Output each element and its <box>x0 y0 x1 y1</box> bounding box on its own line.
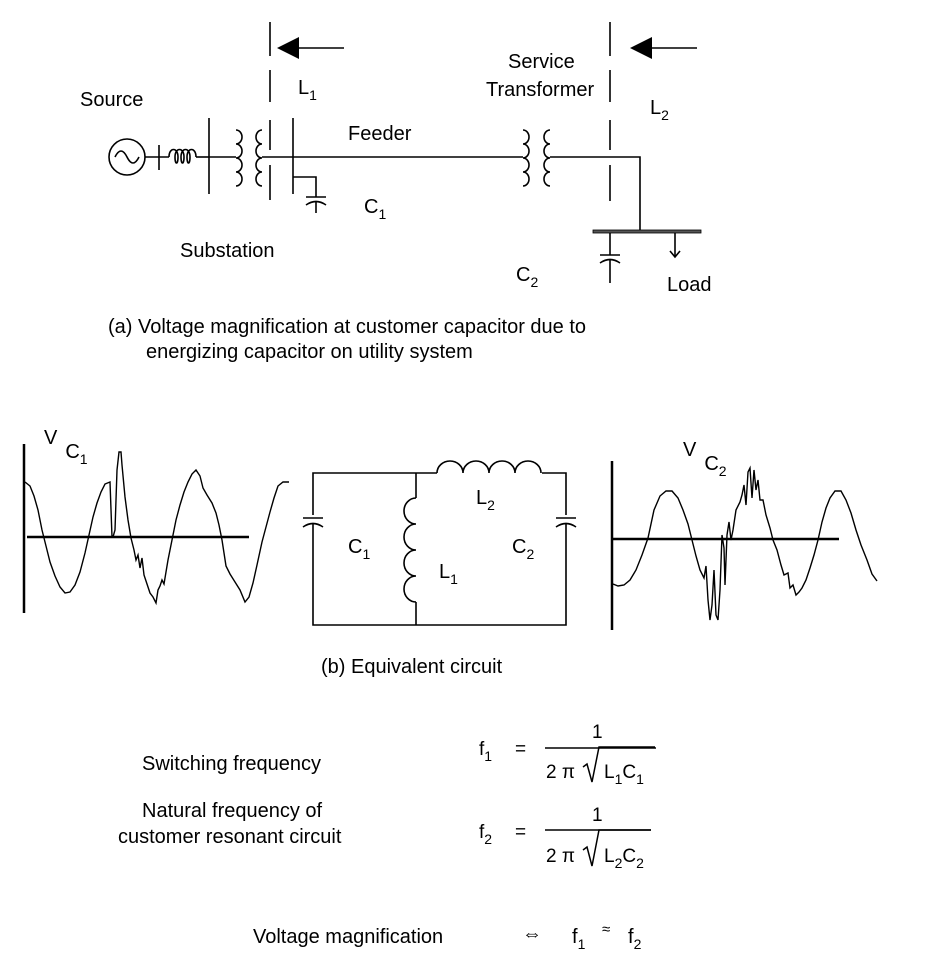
label-c2: C2 <box>516 264 539 290</box>
vc1-trace <box>24 451 289 606</box>
f1-radicand: L1C1 <box>604 762 644 787</box>
label-vc1: VC1 <box>44 427 88 467</box>
f1-lhs: f1 <box>479 739 493 764</box>
l1-inductor-icon <box>403 497 417 603</box>
service-transformer-primary <box>522 129 530 187</box>
approx-icon: ≈ <box>602 921 611 938</box>
circuit-label-l2: L2 <box>476 487 495 513</box>
source-inductor-icon <box>168 148 197 164</box>
arrow-left-icon-2 <box>630 37 697 59</box>
circuit-label-l1: L1 <box>439 561 458 587</box>
f2-den-prefix: 2 π <box>546 846 575 867</box>
label-c1: C1 <box>364 196 387 222</box>
label-feeder: Feeder <box>348 123 412 145</box>
label-l2: L2 <box>650 97 669 123</box>
f1-numerator: 1 <box>592 722 603 743</box>
f2-numerator: 1 <box>592 805 603 826</box>
label-natural-frequency-line2: customer resonant circuit <box>118 826 342 848</box>
label-voltage-magnification: Voltage magnification <box>253 926 444 948</box>
iff-icon: ⇔ <box>522 923 542 945</box>
l2-inductor-icon <box>436 460 542 474</box>
label-source: Source <box>80 89 144 111</box>
caption-b: (b) Equivalent circuit <box>321 656 503 678</box>
label-transformer: Transformer <box>486 79 595 101</box>
condition-f1: f1 <box>572 926 586 952</box>
sine-glyph <box>114 150 140 164</box>
label-l1: L1 <box>298 77 317 103</box>
c1-cap-arc <box>302 522 324 528</box>
f2-equals: = <box>515 822 527 843</box>
caption-a-line1: (a) Voltage magnification at customer ca… <box>108 316 587 338</box>
arrow-left-icon-1 <box>277 37 344 59</box>
f2-radicand: L2C2 <box>604 846 644 871</box>
load-arrow-icon <box>669 250 681 259</box>
c2-cap-arc <box>555 522 577 528</box>
vc1-waveform-plot <box>22 444 289 613</box>
condition-f2: f2 <box>628 926 642 952</box>
service-transformer-secondary <box>543 129 551 187</box>
circuit-label-c1: C1 <box>348 536 371 562</box>
vc2-trace <box>612 465 878 621</box>
f1-sqrt-sign <box>582 746 655 783</box>
label-substation: Substation <box>180 240 275 262</box>
equivalent-circuit <box>302 460 577 626</box>
f1-equals: = <box>515 739 527 760</box>
label-load: Load <box>667 274 712 296</box>
label-switching-frequency: Switching frequency <box>142 753 321 775</box>
label-vc2: VC2 <box>683 439 727 479</box>
label-natural-frequency-line1: Natural frequency of <box>142 800 323 822</box>
substation-transformer-primary <box>235 129 243 187</box>
f1-den-prefix: 2 π <box>546 762 575 783</box>
substation-transformer-secondary <box>255 129 263 187</box>
caption-a-line2: energizing capacitor on utility system <box>146 341 473 363</box>
f2-sqrt-sign <box>582 829 651 867</box>
customer-bus <box>592 229 702 234</box>
f2-lhs: f2 <box>479 822 493 847</box>
vc2-waveform-plot <box>610 461 878 630</box>
label-service: Service <box>508 51 575 73</box>
circuit-label-c2: C2 <box>512 536 535 562</box>
